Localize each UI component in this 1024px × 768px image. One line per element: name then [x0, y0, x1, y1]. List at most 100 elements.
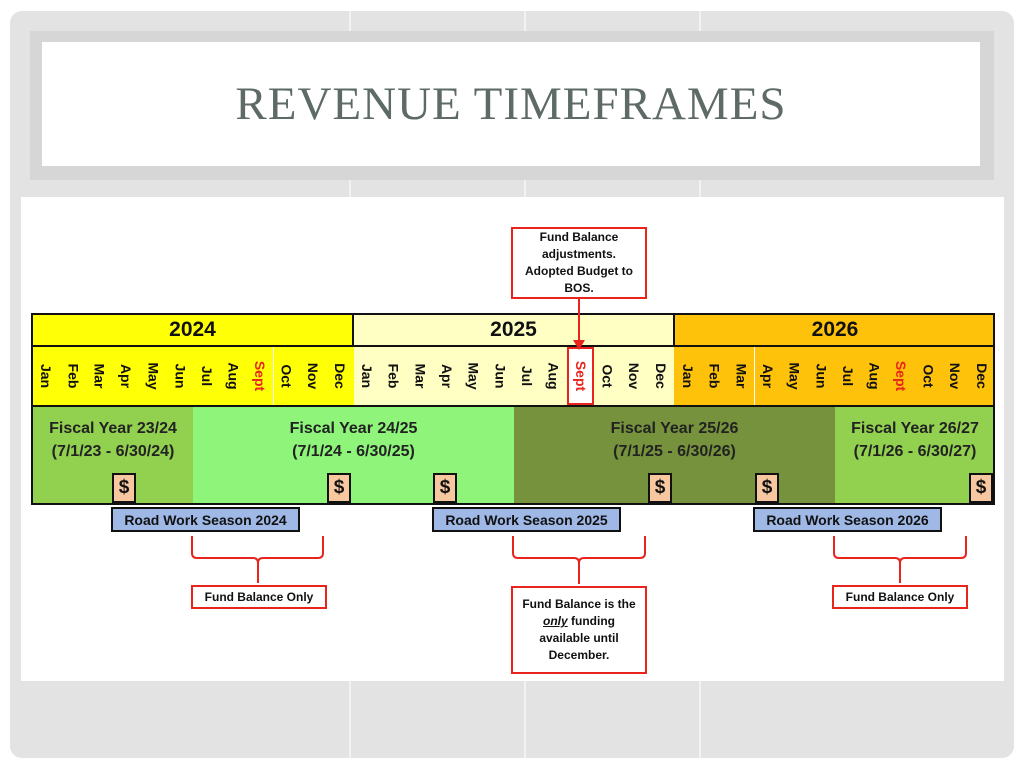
- dollar-marker: $: [969, 473, 993, 503]
- road-work-season-2024: Road Work Season 2024: [111, 507, 300, 532]
- month-label: Mar: [733, 363, 750, 389]
- fiscal-year-name: Fiscal Year 25/26: [610, 420, 739, 437]
- month-label: Feb: [65, 363, 82, 389]
- callout-fund-balance-right: Fund Balance Only: [832, 585, 968, 609]
- callout-text: funding available until December.: [539, 614, 619, 662]
- month-cell: Jul: [834, 347, 862, 405]
- year-2024: 2024: [33, 315, 354, 347]
- fiscal-year-range: (7/1/25 - 6/30/26): [613, 443, 736, 460]
- month-cell: Feb: [380, 347, 408, 405]
- callout-emphasis: only: [543, 614, 568, 628]
- month-label: Jul: [840, 365, 857, 387]
- month-cell: Jun: [166, 347, 194, 405]
- month-label: Nov: [305, 362, 322, 390]
- month-cell: Aug: [220, 347, 247, 405]
- month-cell: Sept: [246, 347, 274, 405]
- month-label: Dec: [973, 363, 990, 389]
- month-cell: Mar: [727, 347, 755, 405]
- month-label: Jun: [492, 363, 509, 389]
- month-cell: Dec: [647, 347, 675, 405]
- month-label: May: [145, 362, 162, 390]
- month-label: Jan: [38, 363, 55, 389]
- callout-fund-balance-middle: Fund Balance is the only funding availab…: [511, 586, 647, 674]
- month-label: Nov: [946, 362, 963, 390]
- month-cell: Feb: [701, 347, 728, 405]
- month-cell: Sept: [888, 347, 915, 405]
- dollar-marker: $: [755, 473, 779, 503]
- month-cell: Apr: [754, 347, 782, 405]
- month-cell: Dec: [326, 347, 354, 405]
- month-cell: Feb: [59, 347, 87, 405]
- month-label: Sept: [252, 360, 269, 392]
- month-label: Mar: [412, 363, 429, 389]
- slide-title: REVENUE TIMEFRAMES: [235, 78, 787, 130]
- month-label: Jan: [359, 363, 376, 389]
- month-label: Oct: [920, 364, 937, 388]
- month-label: May: [465, 362, 482, 390]
- dollar-marker: $: [433, 473, 457, 503]
- month-cell: Mar: [407, 347, 434, 405]
- month-cell: Dec: [968, 347, 993, 405]
- dollar-marker: $: [112, 473, 136, 503]
- fiscal-year-name: Fiscal Year 24/25: [289, 420, 418, 437]
- month-cell: Oct: [914, 347, 942, 405]
- title-box: REVENUE TIMEFRAMES: [42, 42, 980, 166]
- month-cell: Jul: [514, 347, 541, 405]
- month-label: Jun: [171, 363, 188, 389]
- month-cell: Apr: [113, 347, 140, 405]
- month-cell: Jun: [807, 347, 835, 405]
- dollar-marker: $: [648, 473, 672, 503]
- month-label: Dec: [652, 363, 669, 389]
- month-label: Jul: [519, 365, 536, 387]
- month-label: Apr: [439, 363, 456, 389]
- road-work-season-2025: Road Work Season 2025: [432, 507, 621, 532]
- fiscal-year-name: Fiscal Year 26/27: [851, 420, 979, 437]
- timeline: 2024 2025 2026 Fiscal Year 23/24 (7/1/23 …: [31, 313, 995, 505]
- month-cell: Sept: [567, 347, 595, 405]
- month-label: Jun: [813, 363, 830, 389]
- callout-budget: Fund Balance adjustments. Adopted Budget…: [511, 227, 647, 299]
- month-cell: Mar: [86, 347, 114, 405]
- callout-text: Fund Balance is the: [522, 597, 636, 611]
- callout-fund-balance-left: Fund Balance Only: [191, 585, 327, 609]
- month-label: May: [786, 362, 803, 390]
- month-label: Apr: [759, 363, 776, 389]
- month-cell: May: [139, 347, 167, 405]
- year-2026: 2026: [675, 315, 993, 347]
- month-label: Feb: [706, 363, 723, 389]
- fiscal-year-range: (7/1/23 - 6/30/24): [51, 443, 175, 460]
- month-label: Apr: [118, 363, 135, 389]
- month-label: Oct: [599, 364, 616, 388]
- month-label: Jan: [679, 363, 696, 389]
- month-cell: May: [781, 347, 808, 405]
- month-label: Mar: [91, 363, 108, 389]
- month-cell: Nov: [620, 347, 648, 405]
- month-label: Sept: [893, 360, 910, 392]
- month-cell: May: [460, 347, 488, 405]
- month-cell: Aug: [861, 347, 889, 405]
- month-cell: Jan: [33, 347, 60, 405]
- month-cell: Nov: [300, 347, 327, 405]
- fiscal-year-range: (7/1/24 - 6/30/25): [292, 443, 415, 460]
- month-label: Dec: [332, 363, 349, 389]
- fiscal-year-26-27: Fiscal Year 26/27 (7/1/26 - 6/30/27): [835, 405, 993, 503]
- month-cell: Jan: [353, 347, 381, 405]
- month-cell: Apr: [433, 347, 461, 405]
- month-cell: Jul: [193, 347, 221, 405]
- month-label: Oct: [278, 364, 295, 388]
- fiscal-year-name: Fiscal Year 23/24: [49, 420, 177, 437]
- fiscal-year-range: (7/1/26 - 6/30/27): [853, 443, 977, 460]
- month-cell: Jun: [487, 347, 514, 405]
- month-cell: Aug: [540, 347, 568, 405]
- month-label: Aug: [546, 362, 563, 390]
- month-cell: Oct: [273, 347, 301, 405]
- month-label: Feb: [385, 363, 402, 389]
- month-label: Nov: [626, 362, 643, 390]
- month-label: Jul: [198, 365, 215, 387]
- month-cell: Oct: [594, 347, 621, 405]
- fiscal-year-25-26: Fiscal Year 25/26 (7/1/25 - 6/30/26): [514, 405, 835, 503]
- month-cell: Nov: [941, 347, 969, 405]
- month-cell: Jan: [674, 347, 702, 405]
- year-2025: 2025: [354, 315, 675, 347]
- month-label: Sept: [572, 360, 589, 392]
